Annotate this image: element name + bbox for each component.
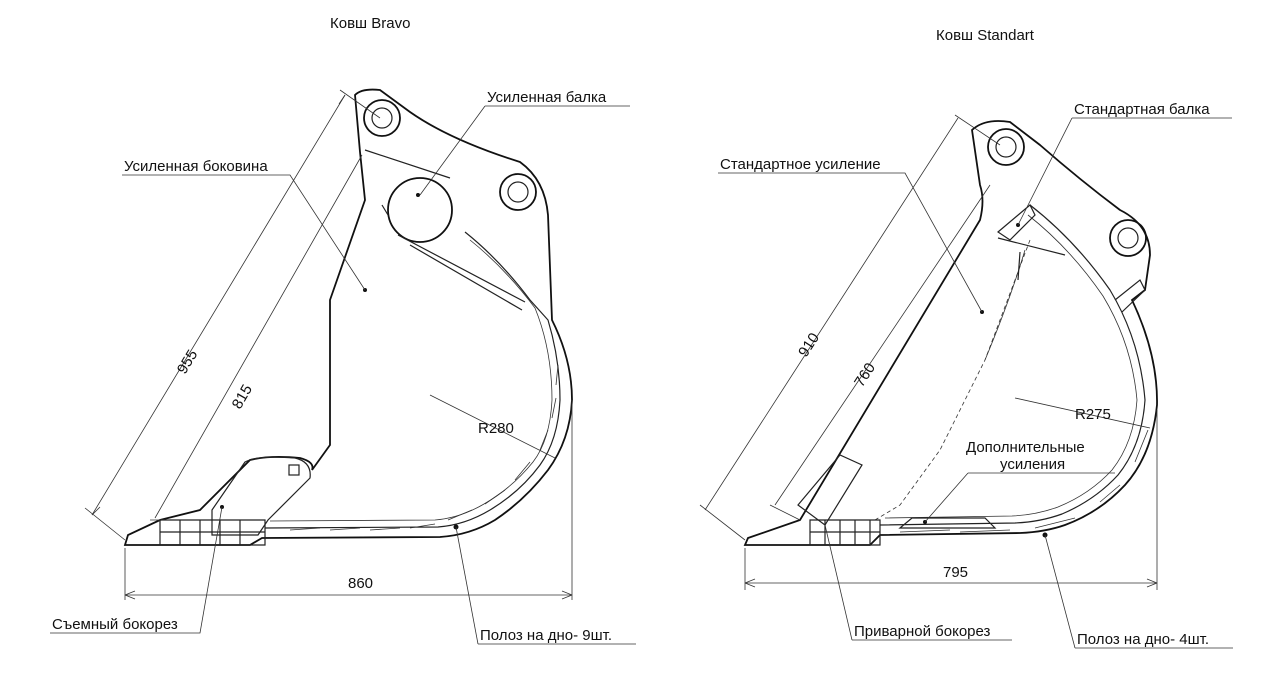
bravo-dim-815: 815 — [229, 382, 256, 412]
standart-label-reinf: Стандартное усиление — [720, 156, 881, 173]
standart-label-cutter: Приварной бокорез — [854, 623, 991, 640]
bravo-label-cutter: Съемный бокорез — [52, 616, 178, 633]
bravo-side-cutter — [211, 456, 311, 536]
bravo-pin-upper — [363, 99, 401, 137]
standart-label-extra-2: усиления — [1000, 456, 1065, 473]
standart-pin-upper — [987, 128, 1025, 166]
bravo-strips — [289, 364, 559, 531]
standart-label-strips: Полоз на дно- 4шт. — [1077, 631, 1209, 648]
bravo-label-beam: Усиленная балка — [487, 89, 607, 106]
bravo-pin-lower — [499, 173, 537, 211]
standart-extra-reinf — [898, 517, 997, 529]
standart-dim-795: 795 — [943, 564, 968, 581]
bucket-bravo: Ковш Bravo 955 815 — [50, 15, 636, 645]
bravo-shell — [264, 231, 561, 529]
bravo-dim-860: 860 — [348, 575, 373, 592]
bucket-standart: Ковш Standart 910 — [699, 27, 1233, 649]
standart-title: Ковш Standart — [936, 27, 1035, 44]
standart-shell — [879, 204, 1146, 526]
bravo-label-side: Усиленная боковина — [124, 158, 268, 175]
bravo-beam-plate — [397, 234, 526, 311]
bravo-title: Ковш Bravo — [330, 15, 410, 32]
standart-side-cutter — [797, 454, 863, 526]
standart-outline — [743, 120, 1158, 546]
standart-strips — [899, 429, 1149, 533]
standart-dim-910: 910 — [795, 330, 823, 360]
standart-pin-lower — [1109, 219, 1147, 257]
standart-label-beam: Стандартная балка — [1074, 101, 1210, 118]
bravo-beam-tube — [387, 177, 453, 243]
bravo-bottom-plates — [159, 519, 266, 546]
standart-label-extra-1: Дополнительные — [966, 439, 1085, 456]
standart-reinf-dashed — [874, 239, 1031, 521]
standart-radius: R275 — [1075, 406, 1111, 423]
bravo-radius: R280 — [478, 420, 514, 437]
bravo-shell-inner — [269, 239, 553, 522]
standart-beam — [997, 204, 1066, 281]
bravo-label-strips: Полоз на дно- 9шт. — [480, 627, 612, 644]
